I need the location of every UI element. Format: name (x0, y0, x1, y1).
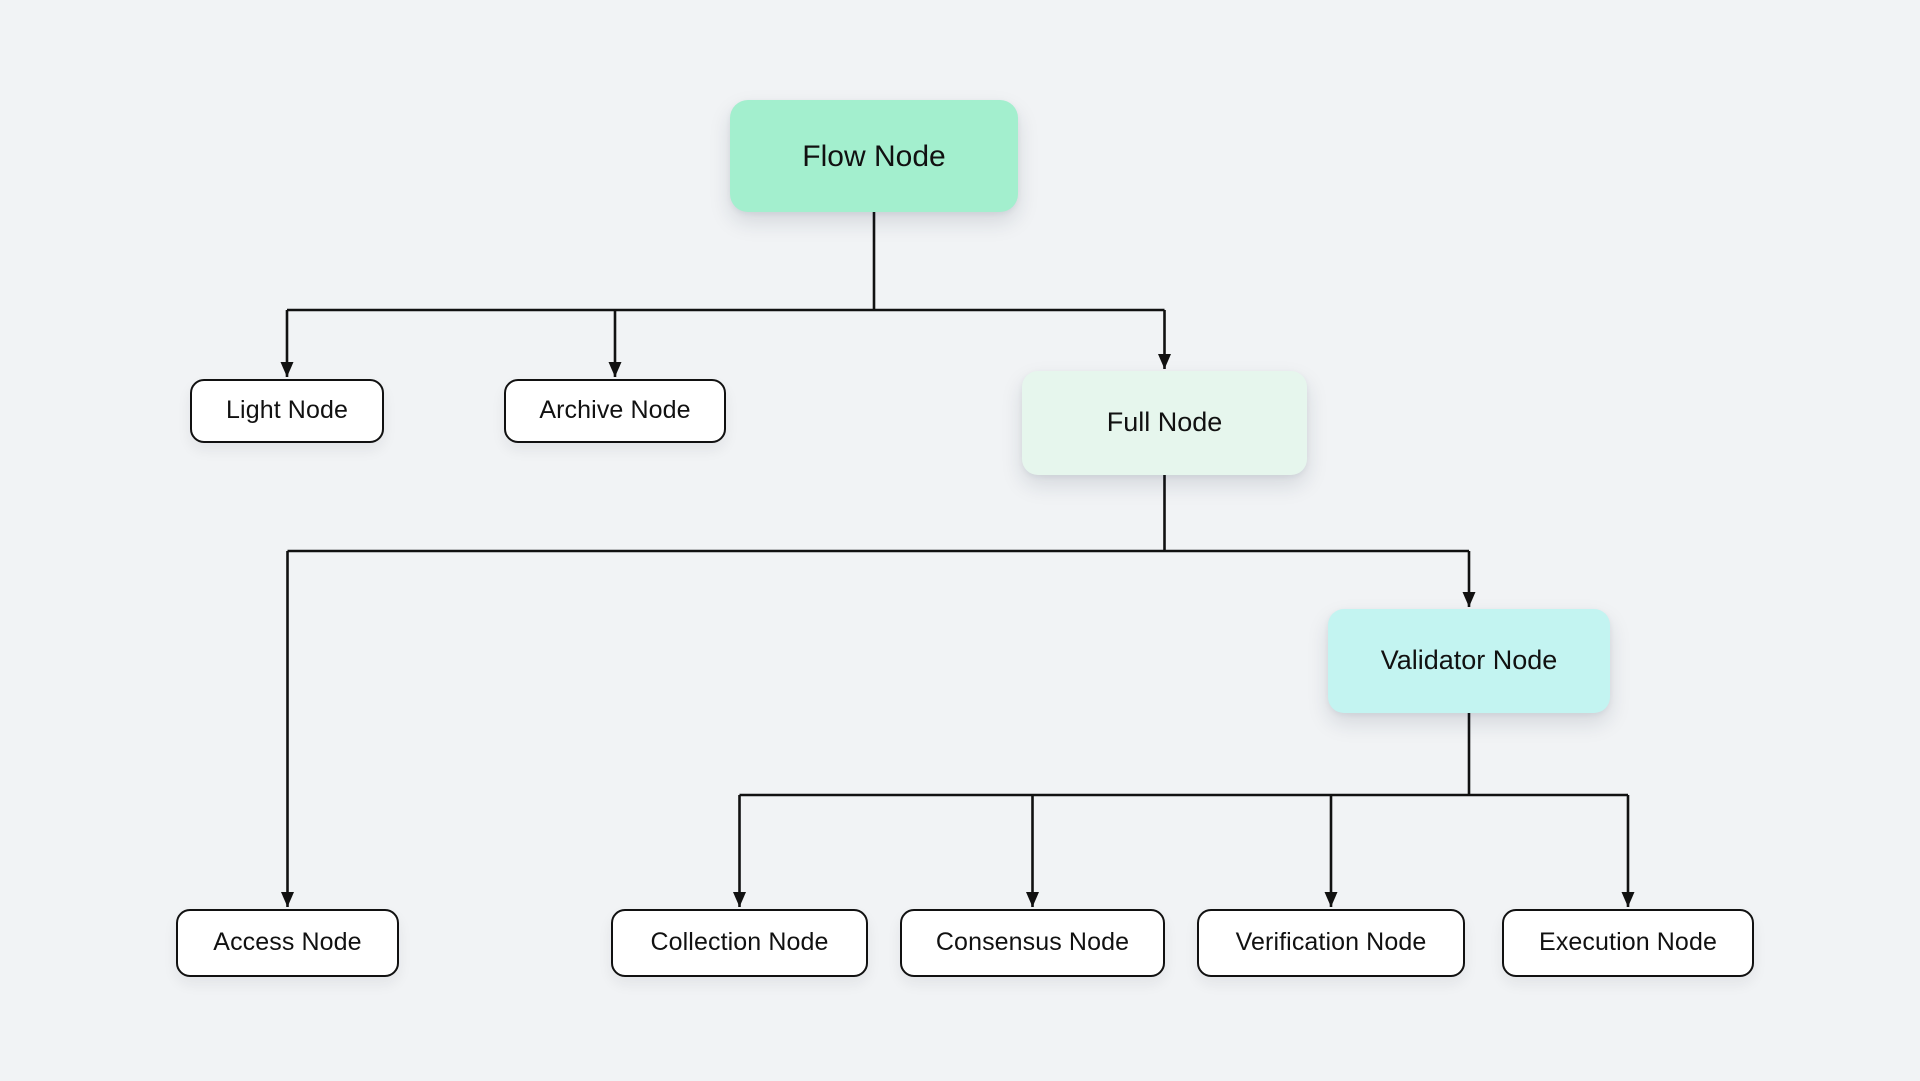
node-flow-node[interactable]: Flow Node (730, 100, 1018, 212)
node-light-node[interactable]: Light Node (190, 379, 384, 443)
node-label-archive-node: Archive Node (539, 396, 691, 425)
node-verification-node[interactable]: Verification Node (1197, 909, 1465, 977)
node-label-validator-node: Validator Node (1380, 645, 1558, 676)
node-label-verification-node: Verification Node (1235, 928, 1427, 957)
node-collection-node[interactable]: Collection Node (611, 909, 868, 977)
node-archive-node[interactable]: Archive Node (504, 379, 726, 443)
node-label-access-node: Access Node (213, 928, 362, 957)
node-execution-node[interactable]: Execution Node (1502, 909, 1754, 977)
arrowhead-verification-node (1324, 892, 1338, 907)
node-label-collection-node: Collection Node (650, 928, 829, 957)
arrowhead-collection-node (733, 892, 746, 907)
arrowhead-consensus-node (1026, 892, 1039, 907)
arrowhead-light-node (280, 362, 294, 377)
arrowhead-validator-node (1462, 592, 1476, 607)
node-label-consensus-node: Consensus Node (935, 928, 1130, 957)
node-label-execution-node: Execution Node (1539, 928, 1717, 957)
node-label-light-node: Light Node (226, 396, 348, 425)
node-consensus-node[interactable]: Consensus Node (900, 909, 1165, 977)
arrowhead-execution-node (1621, 892, 1635, 907)
node-label-full-node: Full Node (1106, 407, 1223, 438)
node-access-node[interactable]: Access Node (176, 909, 399, 977)
node-label-flow-node: Flow Node (802, 139, 946, 173)
node-full-node[interactable]: Full Node (1022, 371, 1307, 475)
arrowhead-archive-node (608, 362, 622, 377)
edge-group (280, 212, 1635, 907)
node-validator-node[interactable]: Validator Node (1328, 609, 1610, 713)
arrowhead-access-node (281, 892, 294, 907)
arrowhead-full-node (1158, 354, 1171, 369)
